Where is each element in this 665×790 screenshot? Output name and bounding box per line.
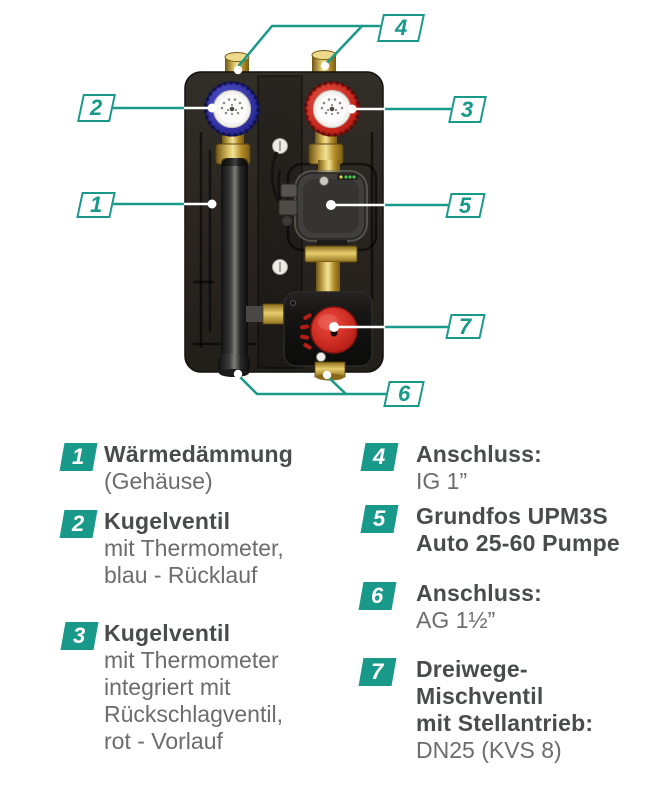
legend-badge-7: 7	[358, 658, 397, 686]
legend-item-1-body: (Gehäuse)	[104, 468, 213, 494]
callout-5-number: 5	[459, 192, 472, 218]
legend-badge-3: 3	[60, 622, 99, 650]
legend-badge-6: 6	[358, 582, 397, 610]
pump-led-indicators	[337, 174, 358, 180]
mixer-scale-marks	[300, 313, 312, 350]
legend-item-5: Grundfos UPM3S Auto 25-60 Pumpe	[416, 503, 665, 557]
foam-screw-bottom	[272, 259, 288, 275]
legend-badge-2-number: 2	[72, 511, 85, 536]
legend-item-1: Wärmedämmung (Gehäuse)	[104, 441, 394, 495]
legend-item-5-title: Grundfos UPM3S Auto 25-60 Pumpe	[416, 503, 620, 556]
callout-2-number: 2	[90, 95, 103, 120]
callout-1: 1	[76, 192, 116, 218]
legend-badge-4: 4	[360, 443, 399, 471]
legend-item-1-title: Wärmedämmung	[104, 441, 293, 467]
legend-item-7-body: DN25 (KVS 8)	[416, 737, 562, 763]
callout-2: 2	[77, 94, 116, 122]
callout-4-number: 4	[394, 15, 408, 40]
legend-item-4: Anschluss: IG 1”	[416, 441, 665, 495]
return-pipe	[218, 158, 250, 377]
legend-item-3: Kugelventil mit Thermometer integriert m…	[104, 620, 394, 755]
mixing-valve-actuator	[246, 291, 373, 381]
callout-7-number: 7	[459, 313, 472, 339]
callout-3: 3	[448, 96, 487, 123]
legend-item-7: Dreiwege- Mischventil mit Stellantrieb: …	[416, 656, 665, 764]
callout-5: 5	[445, 192, 486, 218]
callout-6-number: 6	[397, 381, 411, 406]
legend-item-4-title: Anschluss:	[416, 441, 542, 467]
legend-item-2-body: mit Thermometer, blau - Rücklauf	[104, 535, 284, 588]
legend-item-2: Kugelventil mit Thermometer, blau - Rück…	[104, 508, 394, 589]
anchor-dots	[207, 61, 357, 380]
legend-item-7-title: Dreiwege- Mischventil mit Stellantrieb:	[416, 656, 594, 736]
legend-badge-4-number: 4	[373, 444, 386, 469]
legend-item-6-body: AG 1½”	[416, 607, 496, 633]
callout-3-number: 3	[461, 96, 474, 122]
legend-badge-3-number: 3	[73, 623, 86, 648]
callout-6: 6	[383, 381, 425, 407]
callout-4: 4	[377, 14, 425, 42]
legend-badge-1-number: 1	[72, 444, 85, 469]
leader-lines	[111, 24, 453, 396]
pump-button	[319, 176, 329, 186]
legend-item-4-body: IG 1”	[416, 468, 468, 494]
legend-badge-5: 5	[360, 505, 399, 533]
legend-badge-2: 2	[59, 510, 98, 538]
legend-item-2-title: Kugelventil	[104, 508, 231, 534]
legend-badge-6-number: 6	[371, 583, 384, 608]
foam-screw-top	[272, 138, 288, 154]
legend-item-3-title: Kugelventil	[104, 620, 231, 646]
legend-badge-7-number: 7	[371, 659, 384, 684]
legend-item-6-title: Anschluss:	[416, 580, 542, 606]
legend-badge-1: 1	[59, 443, 98, 471]
legend-item-3-body: mit Thermometer integriert mit Rückschla…	[104, 647, 283, 754]
legend-item-6: Anschluss: AG 1½”	[416, 580, 665, 634]
legend-badge-5-number: 5	[373, 506, 386, 531]
callout-7: 7	[445, 313, 486, 339]
callout-1-number: 1	[89, 192, 103, 217]
product-illustration	[111, 24, 453, 396]
